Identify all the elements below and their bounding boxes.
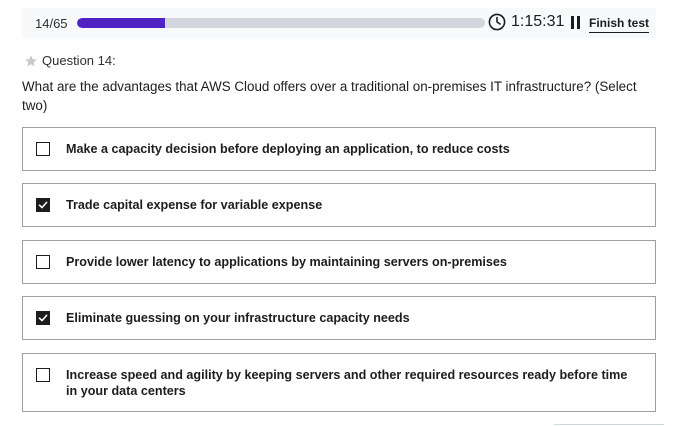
answer-option[interactable]: Eliminate guessing on your infrastructur…	[22, 296, 656, 340]
answer-option-label: Trade capital expense for variable expen…	[66, 198, 323, 212]
checkbox-checked[interactable]	[36, 198, 50, 212]
question-number: Question 14:	[42, 53, 116, 68]
question-counter: 14/65	[35, 16, 68, 31]
top-bar: 14/65 1:15:31 Finish test	[22, 8, 656, 38]
pause-icon[interactable]	[571, 16, 581, 29]
finish-test-button[interactable]: Finish test	[589, 16, 650, 33]
checkmark-icon	[38, 314, 48, 322]
progress-bar	[77, 18, 485, 28]
checkbox-checked[interactable]	[36, 311, 50, 325]
answer-option-label: Eliminate guessing on your infrastructur…	[66, 311, 410, 325]
divider	[554, 424, 664, 425]
clock-icon	[488, 13, 506, 31]
answer-option[interactable]: Trade capital expense for variable expen…	[22, 183, 656, 227]
checkbox[interactable]	[36, 368, 50, 382]
star-icon[interactable]	[24, 54, 38, 68]
checkbox[interactable]	[36, 142, 50, 156]
checkbox[interactable]	[36, 255, 50, 269]
answer-option-label: Make a capacity decision before deployin…	[66, 142, 510, 156]
question-text: What are the advantages that AWS Cloud o…	[22, 79, 637, 113]
answer-option[interactable]: Make a capacity decision before deployin…	[22, 127, 656, 171]
progress-bar-fill	[77, 18, 165, 28]
answer-option-label: Increase speed and agility by keeping se…	[66, 368, 628, 398]
answer-option[interactable]: Provide lower latency to applications by…	[22, 240, 656, 284]
checkmark-icon	[38, 201, 48, 209]
answer-option-label: Provide lower latency to applications by…	[66, 255, 507, 269]
timer: 1:15:31	[511, 13, 565, 30]
answer-option[interactable]: Increase speed and agility by keeping se…	[22, 353, 656, 412]
